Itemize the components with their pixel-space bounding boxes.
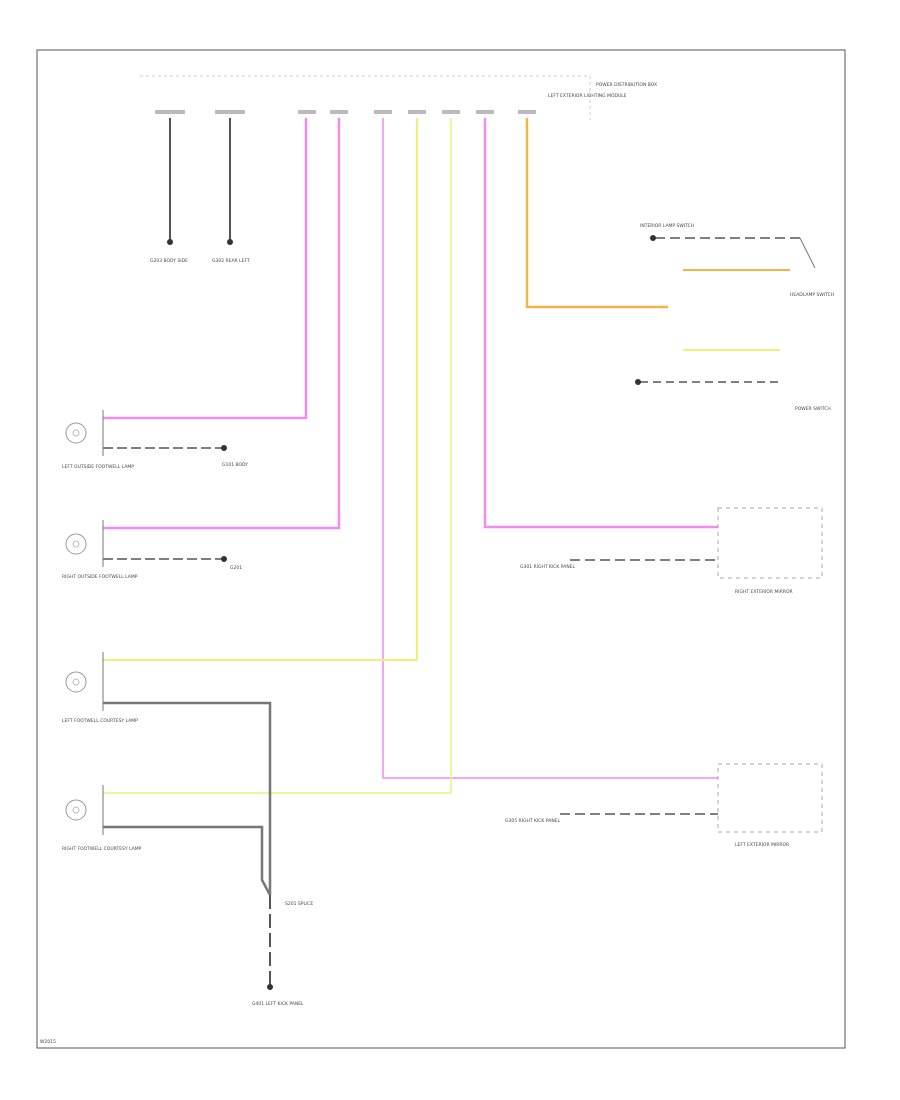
right-mirror-box (717, 507, 823, 579)
connector-pins-row (155, 110, 536, 114)
wire-violet-left-mirror (382, 118, 718, 779)
label-module-side: POWER DISTRIBUTION BOX (596, 82, 657, 88)
label-switch-top: INTERIOR LAMP SWITCH (640, 223, 694, 229)
label-mirror-right: RIGHT EXTERIOR MIRROR (735, 589, 793, 595)
label-lamp-1: LEFT OUTSIDE FOOTWELL LAMP (62, 464, 134, 470)
label-lamp-4: RIGHT FOOTWELL COURTESY LAMP (62, 846, 142, 852)
label-module-top: LEFT EXTERIOR LIGHTING MODULE (548, 93, 627, 99)
label-footer: W2015 (40, 1039, 56, 1045)
label-splice: S201 SPLICE (285, 901, 313, 907)
label-lamp-1-ground: G101 BODY (222, 462, 248, 468)
diagram-frame (36, 49, 846, 1049)
wire-yellow-lamp-3 (103, 118, 418, 661)
lamp-4-icon (65, 799, 87, 821)
lamp-2-ground-terminal (221, 556, 227, 562)
wire-yellow-lamp-4 (103, 118, 452, 794)
ground-b-terminal (227, 239, 233, 245)
wire-violet-lamp-2 (103, 118, 341, 530)
label-lamp-2-ground: G201 (230, 565, 242, 571)
label-mirror-left: LEFT EXTERIOR MIRROR (735, 842, 789, 848)
label-ground-a: G203 BODY SIDE (150, 258, 188, 264)
lamp-1-icon (65, 422, 87, 444)
label-mirror-right-ground: G301 RIGHT KICK PANEL (520, 564, 576, 570)
wire-violet-lamp-1 (103, 118, 308, 420)
label-lamp-2: RIGHT OUTSIDE FOOTWELL LAMP (62, 574, 138, 580)
wire-gray-lamp-4 (103, 825, 272, 896)
switch-top-terminal (650, 235, 656, 241)
wire-gray-lamp-3 (103, 701, 272, 895)
wire-violet-right-mirror (483, 118, 718, 529)
label-switch-mid: HEADLAMP SWITCH (790, 292, 834, 298)
lamp-2-icon (65, 533, 87, 555)
lamp-1-ground-terminal (221, 445, 227, 451)
left-mirror-box (717, 763, 823, 833)
label-mirror-left-ground: G305 RIGHT KICK PANEL (505, 818, 561, 824)
label-ground-b: G302 REAR LEFT (212, 258, 250, 264)
wire-orange-switch (525, 118, 668, 309)
ground-a-terminal (167, 239, 173, 245)
switch-bottom-terminal (635, 379, 641, 385)
label-switch-bot: POWER SWITCH (795, 406, 831, 412)
switch-contact (799, 237, 816, 269)
label-ground-bottom: G401 LEFT KICK PANEL (252, 1001, 304, 1007)
label-lamp-3: LEFT FOOTWELL COURTESY LAMP (62, 718, 138, 724)
ground-bottom-terminal (267, 984, 273, 990)
lamp-3-icon (65, 671, 87, 693)
